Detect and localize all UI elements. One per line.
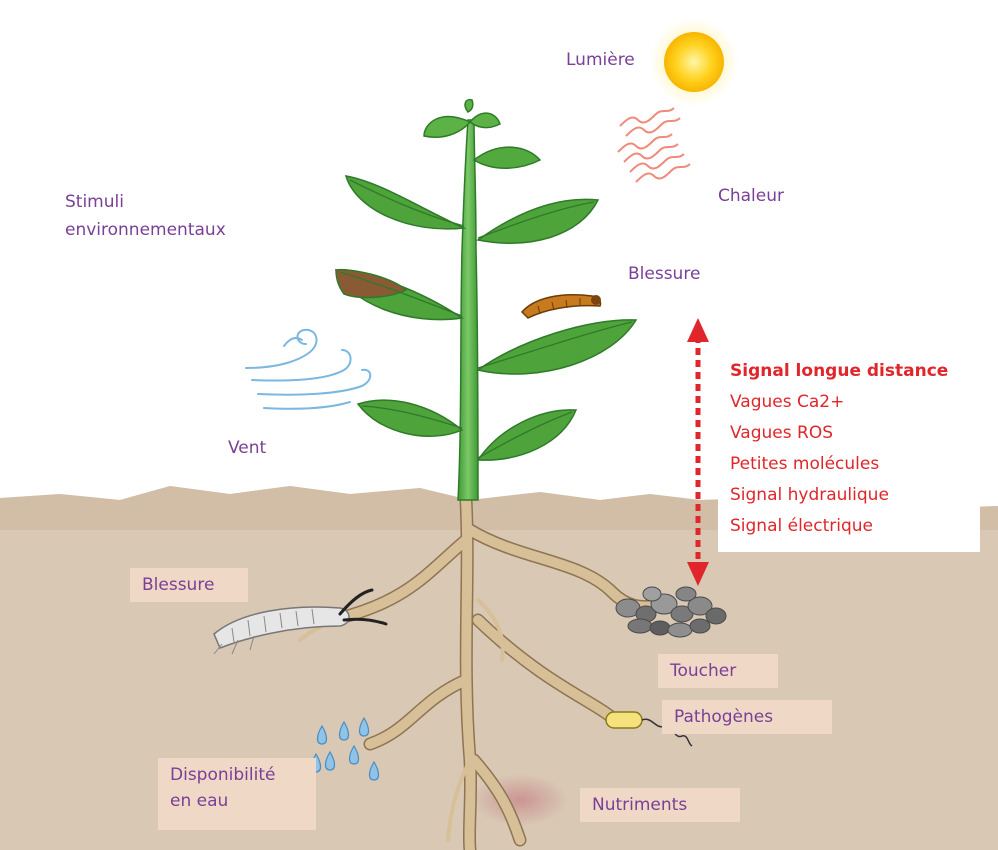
water-label-line1: Disponibilité	[170, 762, 304, 788]
signal-item-small-molecules: Petites molécules	[730, 449, 980, 480]
signal-item-hydraulic: Signal hydraulique	[730, 480, 980, 511]
signal-item-ros: Vagues ROS	[730, 418, 980, 449]
nutrients-label: Nutriments	[592, 795, 687, 815]
wound-root-label: Blessure	[142, 575, 214, 595]
stimuli-label-line2: environnementaux	[65, 218, 226, 242]
signal-panel: Signal longue distance Vagues Ca2+ Vague…	[718, 356, 980, 552]
water-box: Disponibilité en eau	[158, 758, 316, 830]
heat-waves-icon	[618, 108, 690, 182]
stimuli-label-line1: Stimuli	[65, 190, 124, 214]
touch-label: Toucher	[670, 661, 736, 681]
water-label-line2: en eau	[170, 788, 304, 814]
caterpillar-icon	[522, 295, 601, 318]
touch-box: Toucher	[658, 654, 778, 688]
wound-top-label: Blessure	[628, 262, 700, 286]
signal-item-electric: Signal électrique	[730, 511, 980, 542]
light-label: Lumière	[566, 48, 635, 72]
signal-item-ca: Vagues Ca2+	[730, 387, 980, 418]
pathogens-box: Pathogènes	[662, 700, 832, 734]
wind-icon	[246, 330, 370, 409]
wound-root-box: Blessure	[130, 568, 248, 602]
signal-title: Signal longue distance	[730, 356, 980, 387]
nutrients-box: Nutriments	[580, 788, 740, 822]
stem	[458, 120, 478, 500]
wind-label: Vent	[228, 436, 266, 460]
leaves	[336, 100, 636, 461]
sun-icon	[650, 18, 738, 106]
heat-label: Chaleur	[718, 184, 784, 208]
pathogens-label: Pathogènes	[674, 707, 773, 727]
